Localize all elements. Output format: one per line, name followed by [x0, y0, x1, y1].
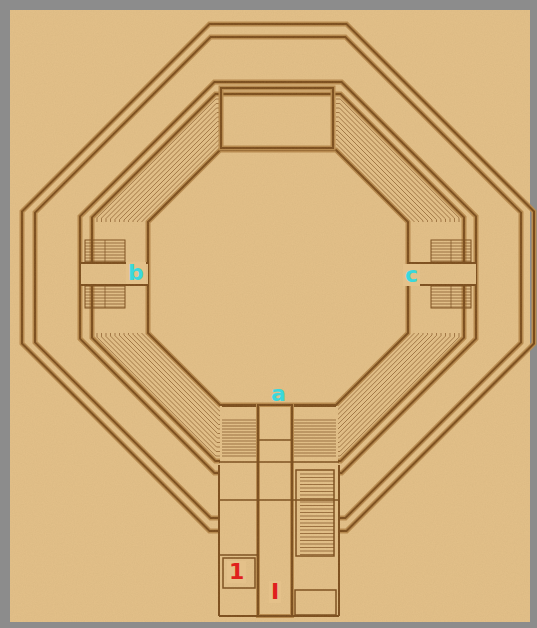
parchment-ground — [10, 10, 530, 622]
callout-number: 1 — [227, 561, 246, 583]
location-letter: b — [126, 262, 146, 284]
parchment-texture — [10, 10, 530, 622]
location-letter: a — [269, 383, 288, 405]
callout-number: I — [269, 581, 281, 603]
location-letter: c — [403, 264, 420, 286]
